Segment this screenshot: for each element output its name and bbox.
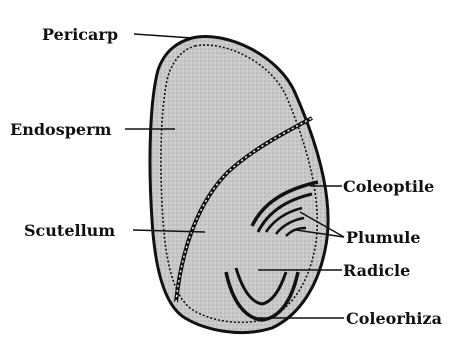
label-coleorhiza: Coleorhiza [346, 309, 442, 328]
label-radicle: Radicle [343, 261, 410, 280]
label-pericarp: Pericarp [42, 25, 118, 44]
label-coleoptile: Coleoptile [343, 177, 434, 196]
label-endosperm: Endosperm [10, 120, 111, 139]
pericarp-leader [134, 34, 192, 38]
label-scutellum: Scutellum [24, 221, 115, 240]
label-plumule: Plumule [346, 228, 421, 247]
